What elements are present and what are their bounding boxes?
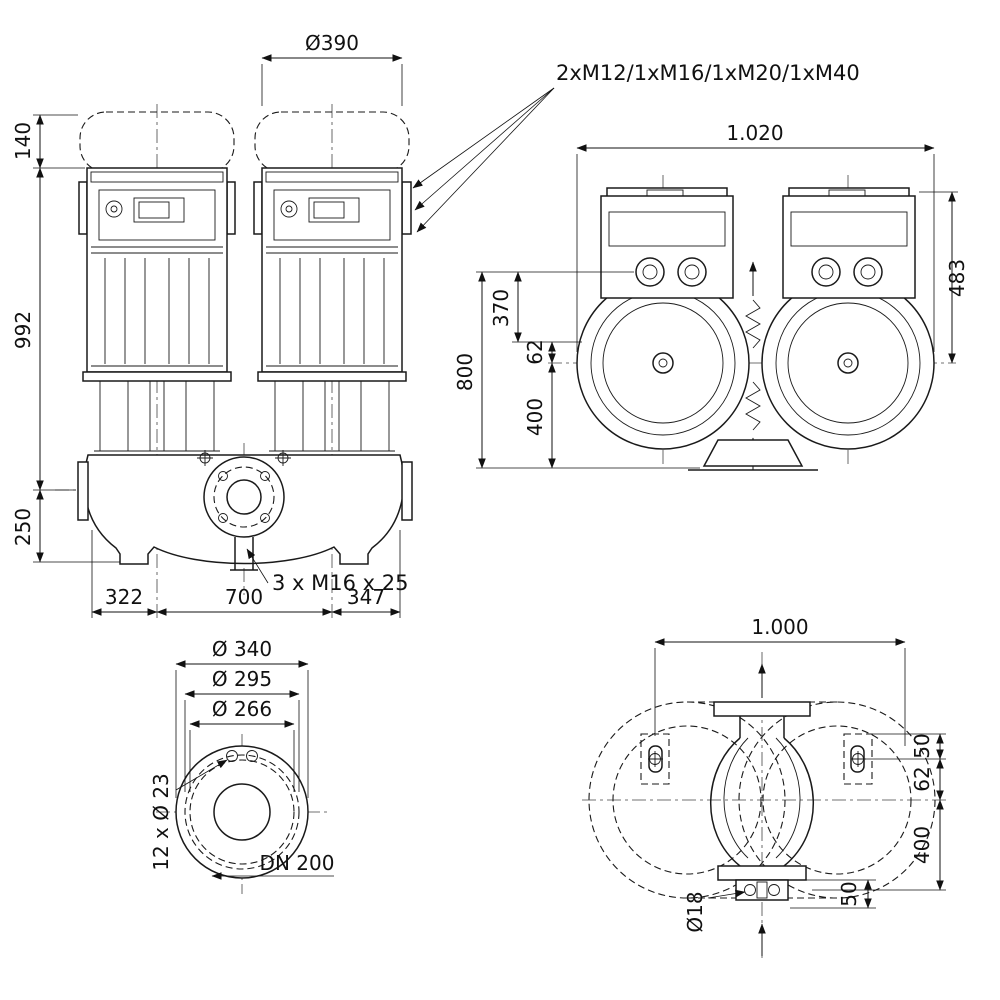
dim-label-140: 140 [11,122,35,160]
dim-label-322: 322 [105,585,143,609]
terminal-box-right [782,187,916,299]
dim-label-800: 800 [453,353,477,391]
dim-top-right-chain: 50 62 400 [812,733,946,891]
suction-flange-right [401,461,413,521]
dim-top-1000: 1.000 [654,615,906,746]
mounting-slot-left [640,733,670,785]
dim-front-140: 140 [11,114,85,169]
side-view: 1.020 483 800 370 62 400 [453,121,969,471]
dim-label-dia266: Ø 266 [212,697,272,721]
dim-side-1020: 1.020 [576,121,935,352]
cable-gland [853,257,883,287]
motor-outline-right-dashed [738,701,936,899]
motor-left [78,167,236,373]
dim-label-347: 347 [347,585,385,609]
dim-label-dia340: Ø 340 [212,637,272,661]
dim-label-400-side: 400 [523,398,547,436]
dim-front-dia390: Ø390 [261,31,403,106]
label-dn200: DN 200 [260,851,335,875]
flange-circles [175,745,309,879]
callout-cable-glands: 2xM12/1xM16/1xM20/1xM40 [412,61,860,233]
label-flange-screws: 3 x M16 x 25 [272,571,408,595]
callout-dn200: DN 200 [211,851,335,880]
cable-gland [811,257,841,287]
discharge-flange [203,456,285,571]
bottom-bolt-hole [768,884,780,896]
dim-label-50-upper: 50 [910,733,934,758]
dim-label-700: 700 [225,585,263,609]
bolt-hole [226,750,238,762]
cable-gland [635,257,665,287]
dim-flange-dia266: Ø 266 [189,697,295,792]
lantern-left [82,371,232,452]
dim-label-dia295: Ø 295 [212,667,272,691]
dim-top-50-lower: 50 [790,879,876,909]
front-view: Ø390 140 992 250 322 700 347 [11,31,860,618]
mounting-slot-right [843,733,873,785]
dim-side-483: 483 [919,191,969,364]
motor-right [253,167,412,373]
lantern-right [257,371,407,452]
dim-label-400-top: 400 [910,826,934,864]
dim-flange-dia340: Ø 340 [175,637,309,798]
dim-label-50-lower: 50 [837,881,861,906]
callout-bolt-holes: 12 x Ø 23 [149,759,228,871]
dim-label-62-top: 62 [910,766,934,791]
flange-view: Ø 340 Ø 295 Ø 266 12 x Ø 23 DN 200 [149,637,334,894]
dim-side-left-chain: 800 370 62 400 [453,271,700,469]
dim-label-dia18: Ø18 [683,891,707,932]
callout-flange-screws: 3 x M16 x 25 [246,548,408,595]
cable-gland [677,257,707,287]
pump-foot [688,439,818,471]
suction-flange-left [77,461,89,521]
dim-label-1020: 1.020 [726,121,783,145]
fan-cover-left [576,276,750,450]
label-cable-glands: 2xM12/1xM16/1xM20/1xM40 [556,61,860,85]
volute-top [710,701,814,901]
dim-label-1000: 1.000 [751,615,808,639]
terminal-box-left [600,187,734,299]
dim-label-992: 992 [11,311,35,349]
label-bolt-holes: 12 x Ø 23 [149,773,173,871]
dim-label-250: 250 [11,508,35,546]
fan-cover-right [761,276,935,450]
dim-label-62-side: 62 [523,339,547,364]
top-view: 1.000 50 62 400 50 Ø18 [582,615,948,958]
dim-label-483: 483 [945,259,969,297]
dim-label-370: 370 [489,289,513,327]
bolt-hole [246,750,258,762]
dim-front-250: 250 [11,489,120,563]
dim-flange-dia295: Ø 295 [184,667,300,792]
motor-outline-left-dashed [588,701,786,899]
dim-front-bottom-chain: 322 700 347 [91,530,401,618]
dim-front-992: 992 [11,167,76,491]
callout-dia18: Ø18 [683,889,746,933]
dim-label-dia390: Ø390 [305,31,359,55]
